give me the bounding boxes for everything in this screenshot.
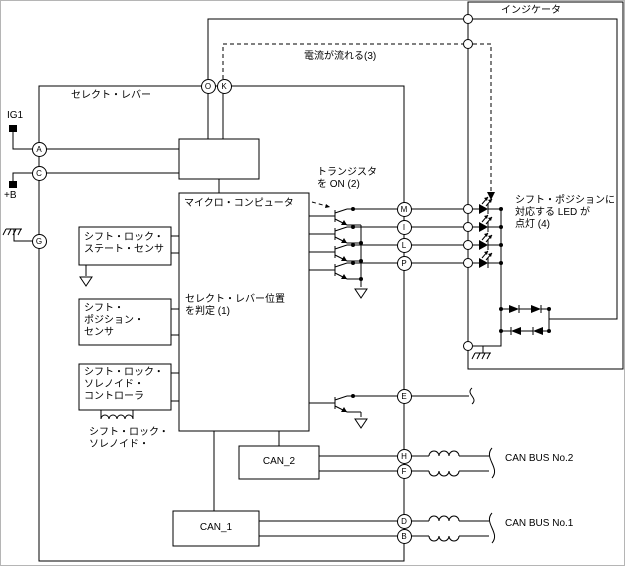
shift-position-sensor-box (78, 298, 172, 346)
microcomputer-box (178, 192, 310, 432)
ground-symbol-left (2, 228, 23, 236)
indicator-edge-pins (463, 14, 473, 351)
shift-lock-solenoid-controller-box (78, 363, 172, 411)
current-flow-label: 電流が流れる(3) (304, 51, 377, 62)
connector-f: F (396, 463, 412, 479)
connector-i: I (396, 219, 412, 235)
wire-break-marks (469, 387, 496, 544)
can-bus-no1-label: CAN BUS No.1 (505, 518, 574, 529)
ig1-label: IG1 (7, 110, 24, 121)
can1-label: CAN_1 (199, 522, 233, 533)
wires (12, 18, 618, 537)
can-twisted-pairs (428, 450, 460, 542)
connector-c: C (31, 165, 47, 181)
connector-l: L (396, 237, 412, 253)
power-interface-box (178, 138, 260, 180)
transistor-on-arrowhead (325, 204, 330, 208)
shift-lock-solenoid-label: シフト・ロック・ ソレノイド・ (89, 427, 169, 450)
can1-box (172, 510, 260, 547)
indicator-box (467, 1, 624, 370)
can2-label: CAN_2 (262, 456, 296, 467)
led-lights-label: シフト・ポジションに 対応する LED が 点灯 (4) (515, 195, 615, 230)
shift-lock-state-sensor-label: シフト・ロック・ ステート・センサ (84, 232, 164, 255)
connector-g: G (31, 233, 47, 249)
boxes (38, 1, 624, 562)
indicator-diode-bridge (499, 304, 551, 336)
shift-lock-solenoid-controller-label: シフト・ロック・ ソレノイド・ コントローラ (84, 367, 164, 402)
connector-b: B (396, 528, 412, 544)
connector-m: M (396, 201, 412, 217)
transistor-on-label: トランジスタ を ON (2) (317, 167, 377, 190)
judge-position-label: セレクト・レバー位置 を判定 (1) (185, 294, 285, 317)
can2-box (238, 445, 320, 480)
shift-lock-state-sensor-box (78, 226, 172, 266)
connector-h: H (396, 448, 412, 464)
connector-p: P (396, 255, 412, 271)
ig1-terminal (9, 125, 17, 132)
indicator-leds (472, 196, 503, 269)
shift-position-sensor-label: シフト・ ポジション・ センサ (84, 303, 144, 338)
can-bus-no2-label: CAN BUS No.2 (505, 453, 574, 464)
plus-b-terminal (9, 181, 17, 188)
microcomputer-label: マイクロ・コンピュータ (184, 198, 294, 209)
connector-a: A (31, 141, 47, 157)
plus-b-label: +B (4, 190, 17, 201)
current-flow-arrowhead (487, 192, 495, 200)
connector-o: O (200, 78, 216, 94)
connector-k: K (216, 78, 232, 94)
indicator-title: インジケータ (501, 5, 561, 16)
connector-e: E (396, 388, 412, 404)
power-terminals (9, 125, 17, 188)
connector-d: D (396, 513, 412, 529)
select-lever-label: セレクト・レバー (71, 90, 151, 101)
